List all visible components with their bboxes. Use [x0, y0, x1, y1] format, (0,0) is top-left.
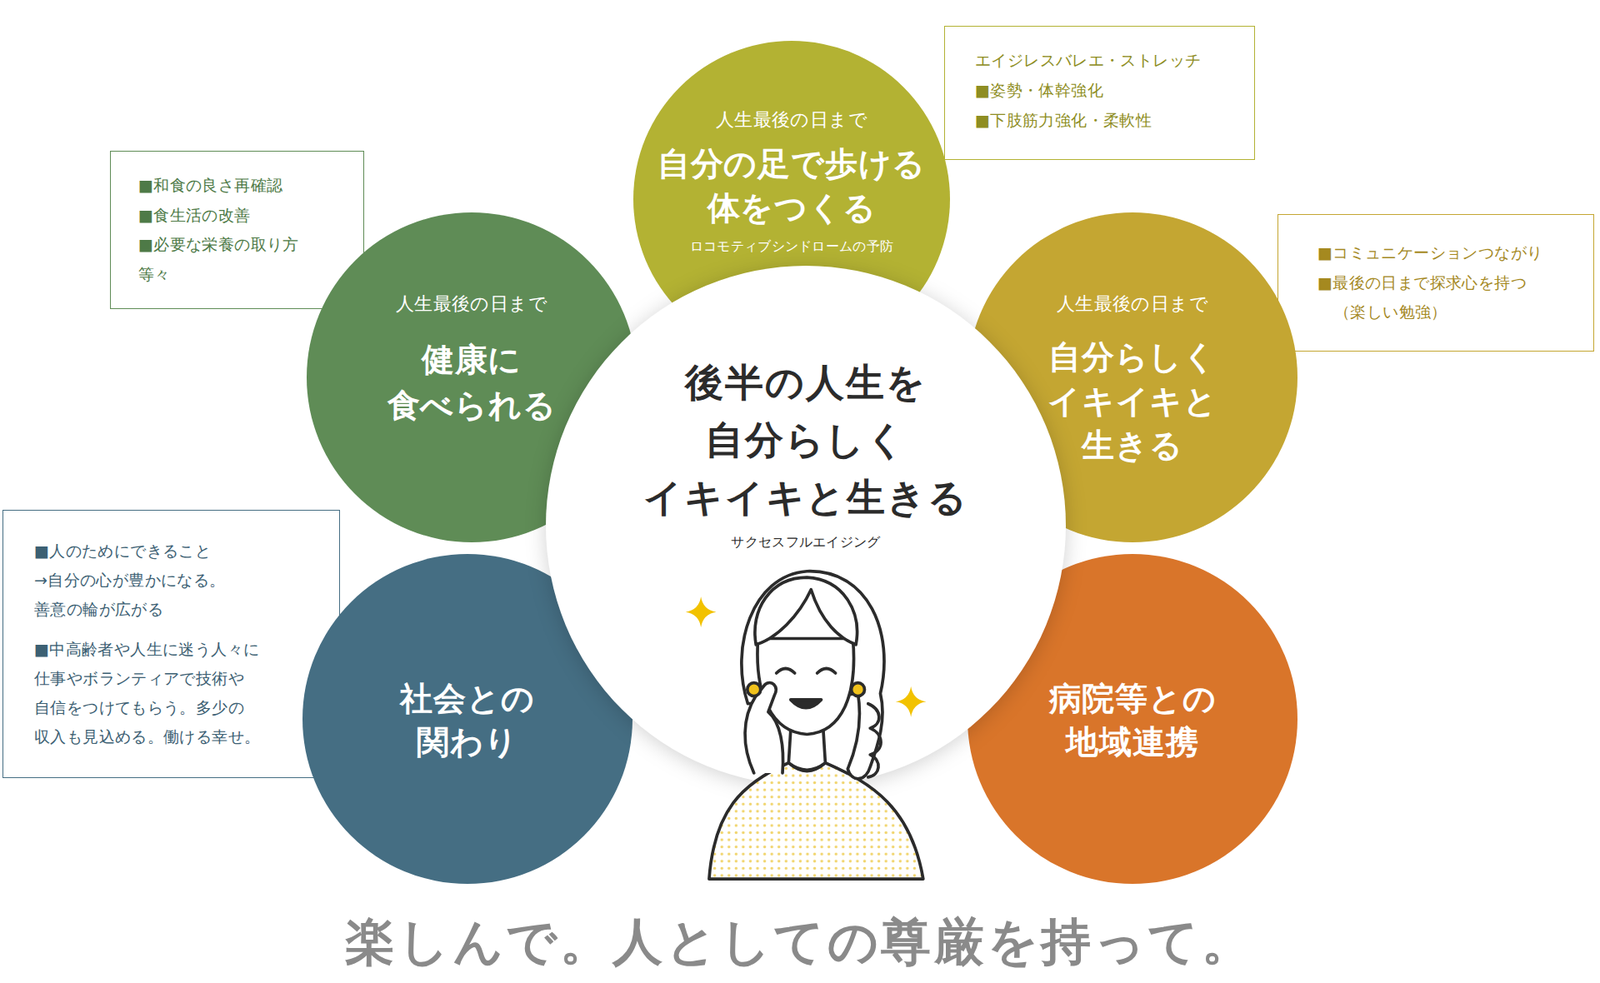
- circle-lead: 人生最後の日まで: [395, 291, 549, 317]
- text-line: 人生最後の日まで: [395, 291, 549, 317]
- text-line: ■下肢筋力強化・柔軟性: [975, 105, 1246, 135]
- note-item: ■必要な栄養の取り方 等々: [138, 230, 355, 290]
- note-item: ■中高齢者や人生に迷う人々に 仕事やボランティアで技術や 自信をつけてもらう。多…: [34, 635, 331, 752]
- note-item: ■人のためにできること →自分の心が豊かになる。 善意の輪が広がる: [34, 536, 331, 625]
- text-line: イキイキと: [1047, 379, 1218, 424]
- core-circle: 後半の人生を 自分らしく イキイキと生きるサクセスフルエイジング: [545, 265, 1066, 786]
- text-line: 人生最後の日まで: [715, 107, 869, 133]
- text-line: 人生最後の日まで: [1056, 291, 1210, 317]
- circle-title: 病院等との 地域連携: [1049, 677, 1217, 765]
- text-line: ■食生活の改善: [138, 200, 355, 231]
- text-line: （楽しい勉強）: [1317, 297, 1585, 328]
- text-group: 病院等との 地域連携: [967, 677, 1298, 765]
- text-group: 人生最後の日まで自分の足で歩ける 体をつくるロコモティブシンドロームの予防: [633, 107, 950, 256]
- text-line: 健康に: [387, 336, 557, 383]
- text-line: エイジレスバレエ・ストレッチ: [975, 45, 1246, 75]
- text-group: 後半の人生を 自分らしく イキイキと生きるサクセスフルエイジング: [545, 354, 1066, 553]
- text-line: ロコモティブシンドロームの予防: [690, 237, 895, 256]
- note-box: ■コミュニケーションつながり■最後の日まで探求心を持つ （楽しい勉強）: [1277, 214, 1595, 352]
- text-line: 生きる: [1047, 423, 1218, 468]
- note-box: ■人のためにできること →自分の心が豊かになる。 善意の輪が広がる ■中高齢者や人…: [2, 510, 340, 779]
- circle-lead: 人生最後の日まで: [1056, 291, 1210, 317]
- text-line: →自分の心が豊かになる。: [34, 565, 331, 595]
- note-item: ■下肢筋力強化・柔軟性: [975, 105, 1246, 135]
- text-line: 社会との: [400, 677, 535, 721]
- circle-title: 自分の足で歩ける 体をつくる: [657, 141, 926, 230]
- circle-title: 社会との 関わり: [400, 677, 535, 765]
- text-line: 体をつくる: [657, 185, 926, 230]
- caption: 楽しんで。人としての尊厳を持って。: [0, 911, 1600, 972]
- text-line: 自分の足で歩ける: [657, 141, 926, 186]
- core-title: 後半の人生を 自分らしく イキイキと生きる: [643, 354, 969, 527]
- text-line: ■最後の日まで探求心を持つ: [1317, 268, 1585, 299]
- core-circle-fill: [545, 265, 1066, 786]
- text-line: 自分らしく: [643, 411, 969, 470]
- woman-illustration: [668, 550, 975, 878]
- circle-sub: ロコモティブシンドロームの予防: [690, 237, 895, 256]
- text-line: ■姿勢・体幹強化: [975, 75, 1246, 105]
- note-item: ■最後の日まで探求心を持つ （楽しい勉強）: [1317, 268, 1585, 328]
- note-item: ■和食の良さ再確認: [138, 170, 355, 201]
- text-line: 後半の人生を: [643, 354, 969, 412]
- note-heading: エイジレスバレエ・ストレッチ: [975, 45, 1246, 75]
- text-line: ■和食の良さ再確認: [138, 170, 355, 201]
- note-item: ■コミュニケーションつながり: [1317, 238, 1585, 269]
- text-group: 社会との 関わり: [302, 677, 633, 765]
- note-item: ■姿勢・体幹強化: [975, 75, 1246, 105]
- text-line: 自信をつけてもらう。多少の: [34, 693, 331, 723]
- text-line: 地域連携: [1049, 720, 1217, 765]
- note-item: ■食生活の改善: [138, 200, 355, 231]
- pillar-circle-fill: [967, 554, 1298, 885]
- text-line: ■中高齢者や人生に迷う人々に: [34, 635, 331, 665]
- pillar-circle-fill: [302, 554, 633, 885]
- circle-title: 自分らしく イキイキと 生きる: [1047, 335, 1218, 468]
- circle-lead: 人生最後の日まで: [715, 107, 869, 133]
- text-line: ■人のためにできること: [34, 536, 331, 566]
- text-line: 仕事やボランティアで技術や: [34, 664, 331, 694]
- text-line: 関わり: [400, 720, 535, 765]
- text-line: サクセスフルエイジング: [730, 532, 881, 553]
- text-line: ■コミュニケーションつながり: [1317, 238, 1585, 269]
- note-box: ■和食の良さ再確認■食生活の改善■必要な栄養の取り方 等々: [110, 150, 365, 310]
- text-line: 善意の輪が広がる: [34, 595, 331, 625]
- text-line: イキイキと生きる: [643, 469, 969, 527]
- text-line: 食べられる: [387, 382, 557, 429]
- text-line: 自分らしく: [1047, 335, 1218, 380]
- core-subtitle: サクセスフルエイジング: [730, 532, 881, 553]
- text-line: 収入も見込める。働ける幸せ。: [34, 722, 331, 752]
- note-box: エイジレスバレエ・ストレッチ■姿勢・体幹強化■下肢筋力強化・柔軟性: [944, 25, 1255, 160]
- text-line: 等々: [138, 260, 355, 290]
- text-line: 病院等との: [1049, 677, 1217, 721]
- circle-title: 健康に 食べられる: [387, 336, 557, 429]
- text-line: ■必要な栄養の取り方: [138, 230, 355, 260]
